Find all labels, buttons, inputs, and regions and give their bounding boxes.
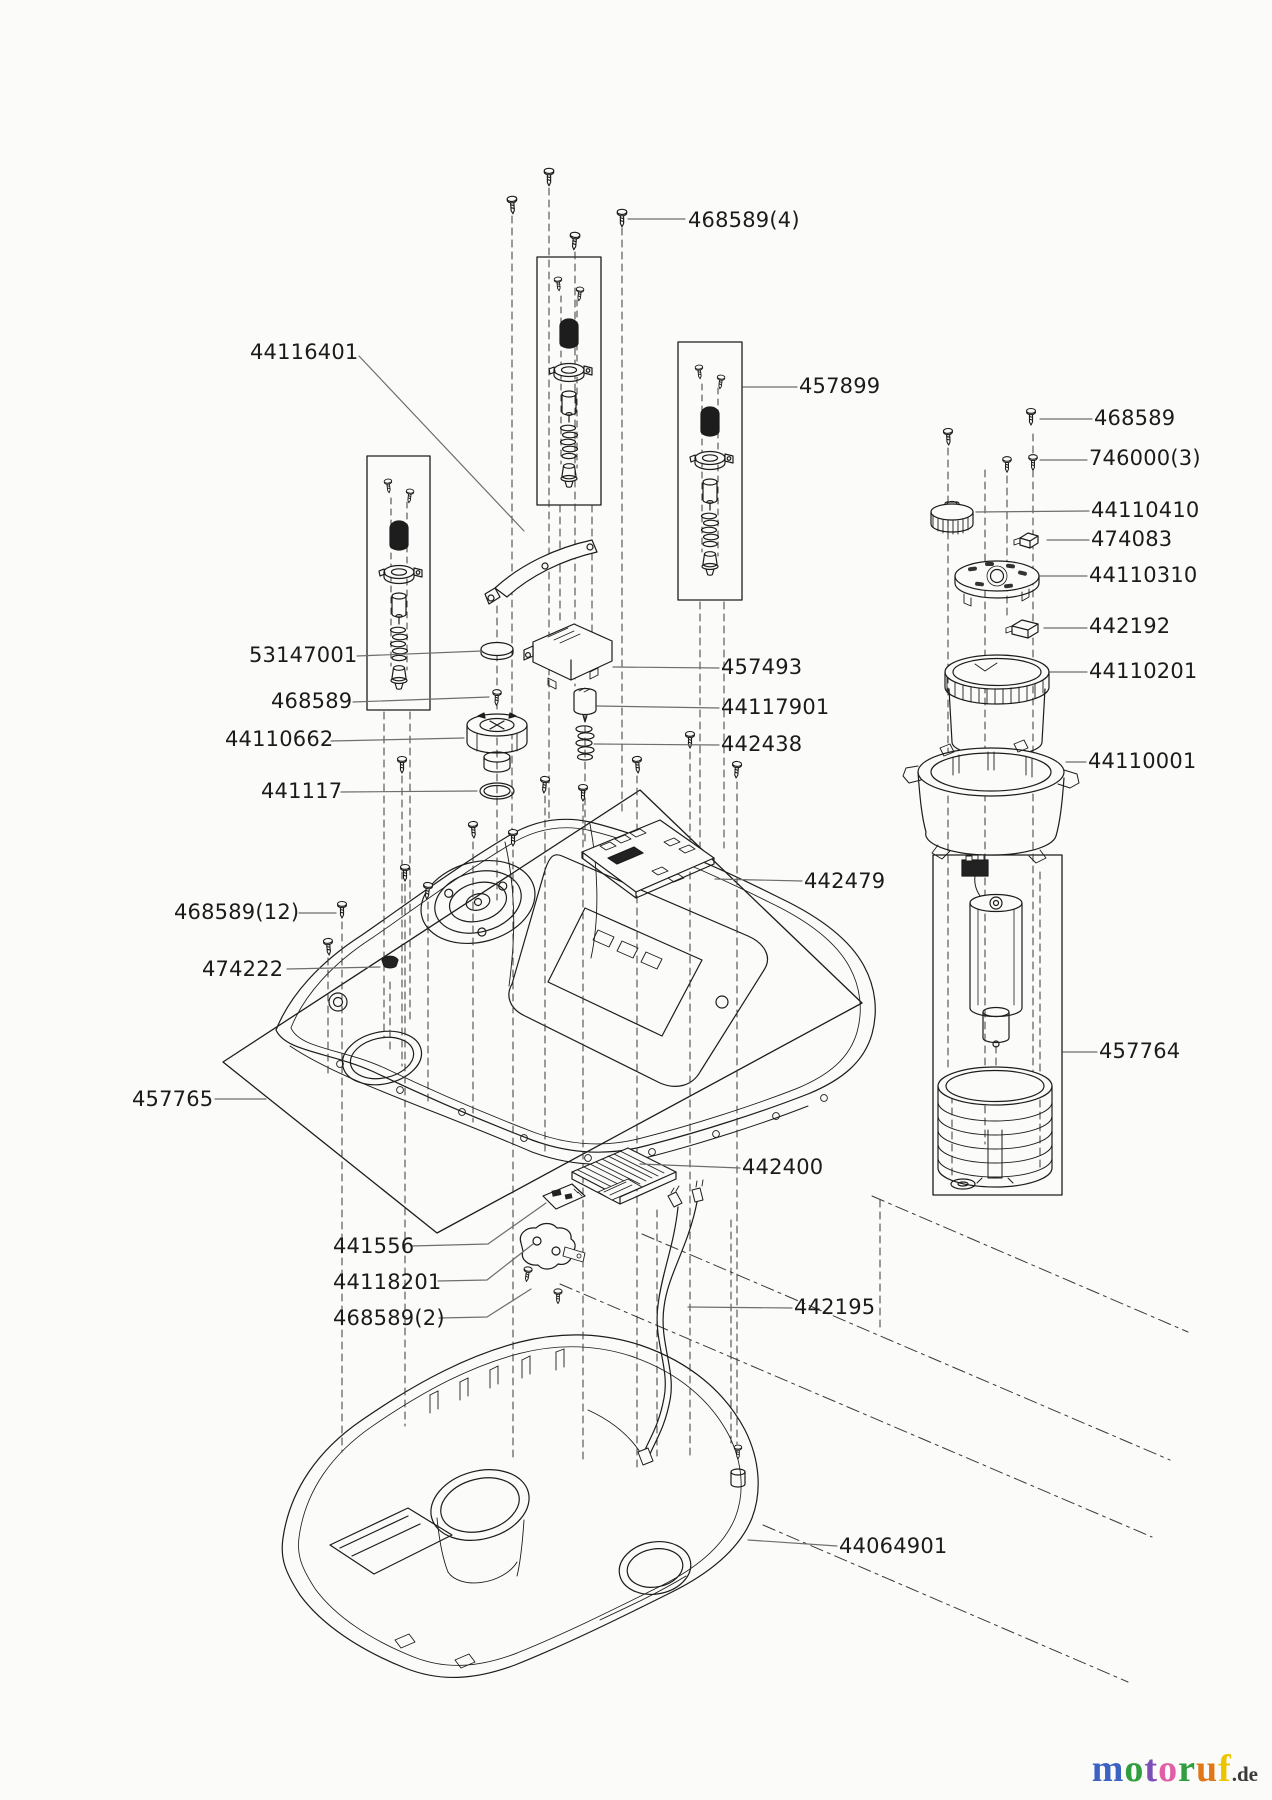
part-label-457764: 457764 xyxy=(1099,1039,1181,1063)
motoruf-logo: motoruf.de xyxy=(1092,1750,1258,1788)
part-label-44116401: 44116401 xyxy=(250,340,359,364)
spindle-stack-3 xyxy=(379,479,422,690)
projection-diagonals xyxy=(559,1195,1189,1683)
cover-opening xyxy=(341,1030,423,1086)
pin-44117901 xyxy=(573,687,597,723)
part-label-44110001: 44110001 xyxy=(1088,749,1197,773)
part-label-44110662: 44110662 xyxy=(225,727,334,751)
part-label-457493: 457493 xyxy=(721,655,803,679)
part-label-44110410: 44110410 xyxy=(1091,498,1200,522)
bracket-44118201 xyxy=(519,1222,586,1270)
disc-44110310 xyxy=(954,560,1040,607)
pcb-441556 xyxy=(542,1183,586,1210)
part-label-44110310: 44110310 xyxy=(1089,563,1198,587)
part-label-457899: 457899 xyxy=(799,374,881,398)
logo-suffix: .de xyxy=(1231,1762,1258,1786)
logo-letter: u xyxy=(1195,1748,1219,1790)
part-label-441117: 441117 xyxy=(261,779,343,803)
spindle-stack-1 xyxy=(549,277,592,488)
spindle-stack-457899 xyxy=(690,365,733,576)
logo-letter: r xyxy=(1178,1748,1196,1790)
part-label-468589-b: 468589 xyxy=(1094,406,1176,430)
subassembly-box-1 xyxy=(536,256,602,506)
part-label-474083: 474083 xyxy=(1091,527,1173,551)
part-label-468589-2: 468589(2) xyxy=(333,1306,445,1330)
projection-lines xyxy=(327,187,1041,1471)
logo-letter: o xyxy=(1158,1748,1179,1790)
top-cover-drawing xyxy=(275,818,876,1165)
part-label-442479: 442479 xyxy=(804,869,886,893)
screw-468589-2b xyxy=(553,1288,563,1305)
part-label-44110201: 44110201 xyxy=(1089,659,1198,683)
o-ring-441117 xyxy=(479,782,515,800)
clip-474083 xyxy=(1013,532,1039,549)
part-label-468589-c: 468589 xyxy=(271,689,353,713)
screw-468589-mid xyxy=(491,688,502,707)
pinion-gear-44110410 xyxy=(930,500,974,535)
subassembly-box-457899 xyxy=(677,341,743,601)
spring-442438 xyxy=(575,725,595,761)
display-module-442400 xyxy=(571,1147,677,1205)
part-label-468589-4: 468589(4) xyxy=(688,208,800,232)
part-label-44117901: 44117901 xyxy=(721,695,830,719)
knob-44110662 xyxy=(466,712,528,773)
part-label-442400: 442400 xyxy=(742,1155,824,1179)
logo-letter: f xyxy=(1218,1748,1232,1790)
logo-letter: t xyxy=(1144,1748,1159,1790)
bumper-474222 xyxy=(381,955,399,969)
part-label-442195: 442195 xyxy=(794,1295,876,1319)
top-screws-468589-4 xyxy=(506,167,628,251)
electronics-box-457493 xyxy=(523,623,613,690)
screws-right-column xyxy=(942,407,1038,473)
clip-442192 xyxy=(1005,619,1039,639)
screw-468589-2a xyxy=(521,1265,533,1283)
subassembly-box-3 xyxy=(366,455,431,711)
logo-letter: o xyxy=(1124,1748,1145,1790)
cable-442195 xyxy=(637,1179,704,1466)
cap-53147001 xyxy=(480,641,514,661)
part-label-44064901: 44064901 xyxy=(839,1534,948,1558)
part-label-468589-12: 468589(12) xyxy=(174,900,300,924)
part-label-457765: 457765 xyxy=(132,1087,214,1111)
part-label-442192: 442192 xyxy=(1089,614,1171,638)
keypad-442479 xyxy=(581,819,715,899)
logo-letter: m xyxy=(1091,1748,1125,1790)
part-label-53147001: 53147001 xyxy=(249,643,358,667)
part-label-746000-3: 746000(3) xyxy=(1089,446,1201,470)
bottom-chassis-drawing xyxy=(281,1334,759,1679)
wheel-motor-457764 xyxy=(937,854,1053,1190)
leader-lines xyxy=(214,218,1098,1547)
part-label-441556: 441556 xyxy=(333,1234,415,1258)
bracket-44116401 xyxy=(484,539,598,605)
cover-group-frame xyxy=(222,789,863,1234)
gear-housing-44110001 xyxy=(902,739,1080,864)
part-label-442438: 442438 xyxy=(721,732,803,756)
part-label-44118201: 44118201 xyxy=(333,1270,442,1294)
part-label-474222: 474222 xyxy=(202,957,284,981)
